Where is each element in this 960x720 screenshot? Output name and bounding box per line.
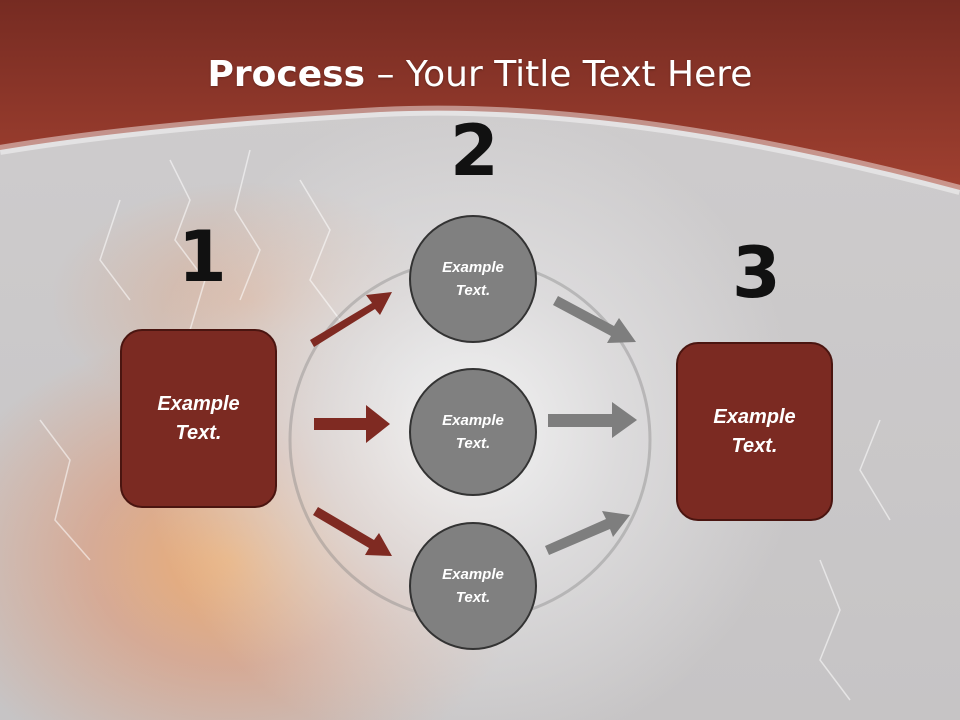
step-number-2: 2	[450, 110, 499, 192]
step-2-circle-middle: Example Text.	[409, 368, 537, 496]
step-2-circle-top: Example Text.	[409, 215, 537, 343]
step-3-box: Example Text.	[676, 342, 833, 521]
step-1-box: Example Text.	[120, 329, 277, 508]
step-1-label: Example Text.	[157, 392, 240, 444]
header-band	[0, 0, 960, 190]
title-rest: – Your Title Text Here	[365, 54, 753, 95]
step-2-circle-bottom-label: Example Text.	[442, 566, 504, 606]
arrow-1-to-top	[310, 292, 392, 347]
lightning-lines	[39, 149, 891, 701]
step-number-3: 3	[732, 232, 781, 314]
slide-title: Process – Your Title Text Here	[0, 52, 960, 98]
step-2-circle-top-label: Example Text.	[442, 259, 504, 299]
title-bold: Process	[207, 54, 366, 95]
step-2-circle-middle-label: Example Text.	[442, 412, 504, 452]
grey-arrows	[545, 296, 637, 555]
arrow-1-to-middle	[314, 405, 390, 443]
step-3-label: Example Text.	[713, 405, 796, 457]
header-highlight	[0, 105, 960, 195]
arrow-1-to-bottom	[313, 507, 392, 556]
arrow-middle-to-3	[548, 402, 637, 438]
step-number-1: 1	[178, 216, 227, 298]
red-arrows	[310, 292, 392, 556]
arrow-top-to-3	[553, 296, 636, 343]
step-2-circle-bottom: Example Text.	[409, 522, 537, 650]
arrow-bottom-to-3	[545, 511, 630, 555]
